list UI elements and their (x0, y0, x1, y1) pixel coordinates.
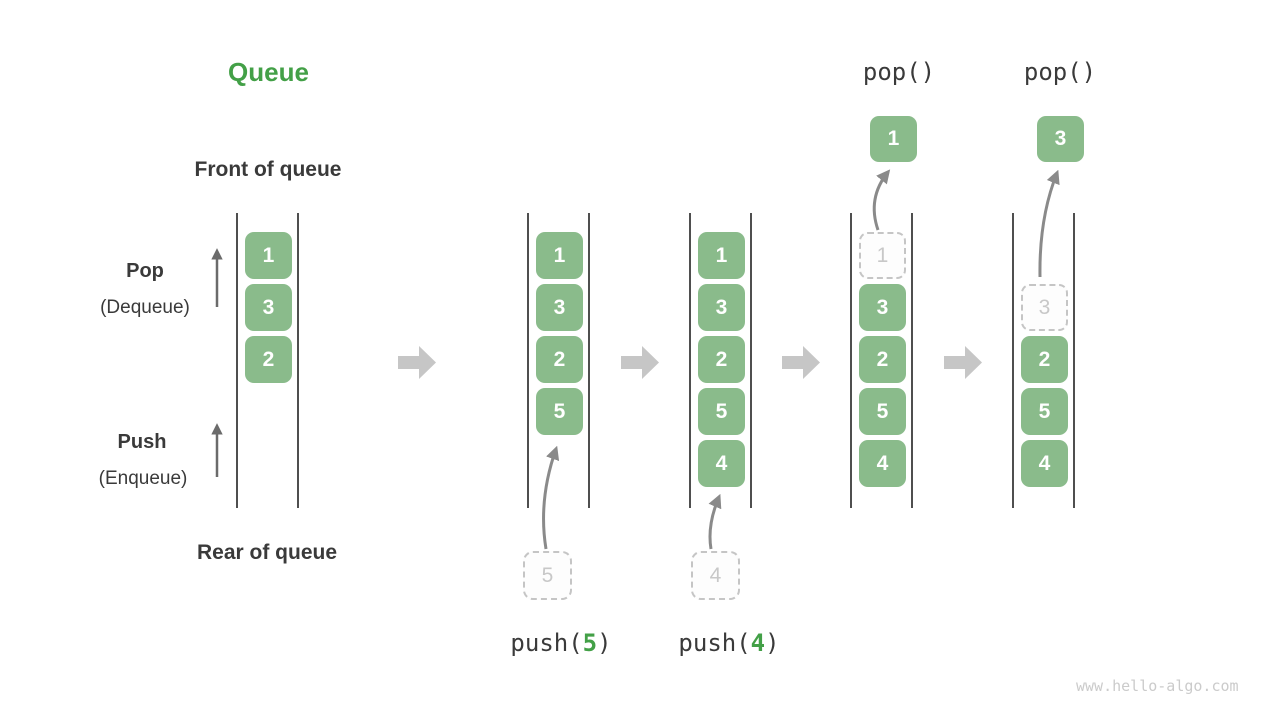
push-call-label: push(5) (471, 629, 651, 657)
incoming-element-box: 4 (691, 551, 740, 600)
queue-item-solid: 5 (859, 388, 906, 435)
state-transition-arrow (944, 346, 982, 379)
queue-item-solid: 2 (245, 336, 292, 383)
pop-label: Pop (126, 260, 164, 282)
push-call-text: 4 (750, 629, 766, 657)
queue-item-dashed: 1 (859, 232, 906, 279)
queue-item-solid: 2 (698, 336, 745, 383)
front-of-queue-label: Front of queue (194, 158, 342, 181)
push-call-text: 5 (582, 629, 598, 657)
queue-item-solid: 2 (859, 336, 906, 383)
queue-item-solid: 5 (1021, 388, 1068, 435)
push-call-text: ) (597, 629, 612, 657)
push-call-text: push( (510, 629, 583, 657)
queue-item-solid: 1 (698, 232, 745, 279)
incoming-element-box: 5 (523, 551, 572, 600)
queue-item-solid: 2 (1021, 336, 1068, 383)
popped-element-box: 1 (870, 116, 917, 162)
queue-item-solid: 5 (536, 388, 583, 435)
diagram-title: Queue (228, 57, 309, 87)
state-transition-arrow (621, 346, 659, 379)
popped-element-box: 3 (1037, 116, 1084, 162)
queue-column-3 (689, 213, 752, 508)
queue-item-solid: 3 (245, 284, 292, 331)
queue-item-solid: 2 (536, 336, 583, 383)
queue-item-solid: 4 (698, 440, 745, 487)
queue-item-solid: 3 (536, 284, 583, 331)
enqueue-label: (Enqueue) (98, 468, 188, 489)
queue-item-solid: 5 (698, 388, 745, 435)
watermark: www.hello-algo.com (1076, 677, 1239, 695)
queue-item-solid: 1 (536, 232, 583, 279)
queue-item-solid: 1 (245, 232, 292, 279)
queue-column-2 (527, 213, 590, 508)
push-call-text: push( (678, 629, 751, 657)
push-call-text: ) (765, 629, 780, 657)
state-transition-arrow (398, 346, 436, 379)
state-transition-arrow (782, 346, 820, 379)
queue-column-5 (1012, 213, 1075, 508)
pop-call-label: pop() (862, 58, 936, 86)
push-label: Push (117, 431, 167, 453)
queue-item-dashed: 3 (1021, 284, 1068, 331)
queue-column-1 (236, 213, 299, 508)
push-call-label: push(4) (639, 629, 819, 657)
queue-column-4 (850, 213, 913, 508)
queue-item-solid: 4 (859, 440, 906, 487)
rear-of-queue-label: Rear of queue (196, 541, 338, 564)
queue-item-solid: 4 (1021, 440, 1068, 487)
queue-item-solid: 3 (859, 284, 906, 331)
queue-item-solid: 3 (698, 284, 745, 331)
dequeue-label: (Dequeue) (100, 297, 190, 318)
pop-call-label: pop() (1023, 58, 1097, 86)
